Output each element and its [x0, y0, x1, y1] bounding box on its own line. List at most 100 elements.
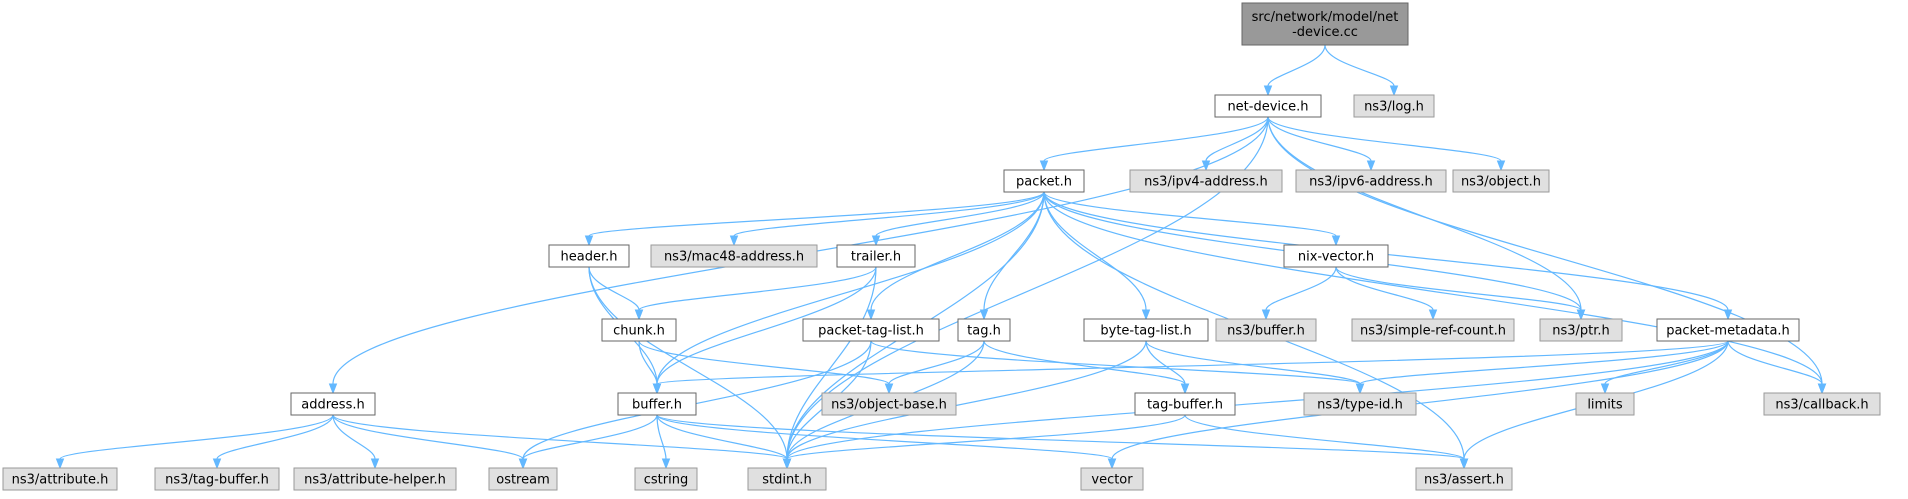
edge-line	[786, 340, 1147, 460]
node-label: ns3/simple-ref-count.h	[1360, 324, 1506, 339]
edge-arrowhead	[884, 383, 894, 395]
node-label: ns3/buffer.h	[1227, 324, 1305, 339]
edge-arrowhead	[1723, 309, 1733, 321]
node-address-h[interactable]: address.h	[290, 392, 376, 416]
node-layer: src/network/model/net-device.cc net-devic…	[2, 2, 1881, 491]
edge-packet_h-to-packet_tag_list_h	[866, 191, 1045, 321]
edge-line	[1265, 266, 1337, 311]
node-packet-h[interactable]: packet.h	[1003, 169, 1085, 193]
node-ns3-simple-ref-count-h: ns3/simple-ref-count.h	[1351, 318, 1515, 342]
node-chunk-h[interactable]: chunk.h	[601, 318, 677, 342]
node-label: ns3/ptr.h	[1552, 324, 1610, 339]
edge-arrowhead	[1107, 458, 1117, 470]
edge-address_h-to-ns3_attribute_h	[55, 414, 334, 470]
node-box	[1295, 169, 1447, 193]
edge-line	[522, 414, 658, 460]
node-tag-buffer-h[interactable]: tag-buffer.h	[1134, 392, 1236, 416]
edge-line	[875, 191, 1045, 237]
edge-line	[216, 414, 334, 460]
edge-line	[656, 191, 1045, 385]
node-packet-metadata-h[interactable]: packet-metadata.h	[1656, 318, 1800, 342]
edge-line	[638, 340, 890, 385]
node-byte-tag-list-h[interactable]: byte-tag-list.h	[1083, 318, 1209, 342]
node-tag-h[interactable]: tag.h	[957, 318, 1011, 342]
node-ns3-attribute-helper-h: ns3/attribute-helper.h	[293, 467, 457, 491]
edge-line	[588, 191, 1045, 237]
node-box	[1134, 392, 1236, 416]
node-label: limits	[1587, 398, 1623, 413]
edge-arrowhead	[866, 309, 876, 321]
node-label: packet-tag-list.h	[818, 324, 924, 339]
node-box	[802, 318, 940, 342]
edge-line	[1267, 44, 1326, 87]
node-box	[1083, 318, 1209, 342]
edge-nix_vector_h-to-ns3_simple_ref_count_h	[1335, 266, 1438, 321]
node-box	[601, 318, 677, 342]
edge-line	[1267, 116, 1502, 162]
node-label: stdint.h	[762, 473, 811, 488]
node-nix-vector-h[interactable]: nix-vector.h	[1283, 244, 1389, 268]
node-label: ns3/tag-buffer.h	[165, 473, 269, 488]
edge-buffer_h-to-ostream	[518, 414, 658, 470]
edge-packet_h-to-header_h	[584, 191, 1045, 247]
node-stdint-h: stdint.h	[747, 467, 827, 491]
node-label: ns3/attribute.h	[12, 473, 109, 488]
node-header-h[interactable]: header.h	[548, 244, 630, 268]
edge-arrowhead	[1600, 383, 1610, 395]
node-trailer-h[interactable]: trailer.h	[836, 244, 916, 268]
edge-arrowhead	[1263, 85, 1273, 97]
edge-arrowhead	[782, 458, 792, 470]
node-buffer-h[interactable]: buffer.h	[617, 392, 697, 416]
node-label: ostream	[496, 473, 550, 488]
edge-line	[786, 414, 1186, 460]
edge-arrowhead	[1180, 383, 1190, 395]
edge-line	[983, 340, 1186, 385]
node-box	[1241, 2, 1409, 46]
node-box	[1129, 169, 1283, 193]
edge-buffer_h-to-ns3_assert_h	[656, 414, 1469, 470]
edge-buffer_h-to-vector	[656, 414, 1117, 470]
node-ns3-callback-h: ns3/callback.h	[1763, 392, 1881, 416]
edge-chunk_h-to-ns3_object_base_h	[638, 340, 894, 395]
edge-byte_tag_list_h-to-ns3_type_id_h	[1145, 340, 1365, 395]
node-net-device-h[interactable]: net-device.h	[1214, 94, 1322, 118]
edge-arrowhead	[1459, 458, 1469, 470]
edge-root-to-net_device_h	[1263, 44, 1326, 97]
node-box	[957, 318, 1011, 342]
edge-line	[1184, 414, 1465, 460]
edge-line	[983, 191, 1045, 311]
node-label: ns3/object-base.h	[831, 398, 947, 413]
edge-line	[59, 414, 334, 460]
edge-arrowhead	[1366, 160, 1376, 172]
edge-arrowhead	[652, 383, 662, 395]
edge-line	[1324, 44, 1395, 87]
node-label: trailer.h	[851, 250, 901, 265]
node-ns3-attribute-h: ns3/attribute.h	[2, 467, 118, 491]
node-label: packet-metadata.h	[1666, 324, 1790, 339]
edge-line	[1043, 191, 1147, 311]
node-root[interactable]: src/network/model/net-device.cc	[1241, 2, 1409, 46]
edge-address_h-to-stdint_h	[332, 414, 792, 470]
node-box	[290, 392, 376, 416]
edge-line	[522, 340, 872, 460]
node-box	[154, 467, 280, 491]
edge-line	[1043, 116, 1269, 162]
node-box	[1656, 318, 1800, 342]
node-ns3-tag-buffer-h: ns3/tag-buffer.h	[154, 467, 280, 491]
edge-line	[1267, 116, 1823, 385]
edge-arrowhead	[1817, 383, 1827, 395]
edge-packet_metadata_h-to-ns3_callback_h	[1727, 340, 1827, 395]
edge-line	[332, 414, 788, 460]
edge-line	[656, 414, 1465, 460]
edge-tag_h-to-ns3_object_base_h	[884, 340, 985, 395]
edge-arrowhead	[1039, 160, 1049, 172]
edge-arrowhead	[1389, 85, 1399, 97]
node-box	[1351, 318, 1515, 342]
node-packet-tag-list-h[interactable]: packet-tag-list.h	[802, 318, 940, 342]
node-ostream: ostream	[488, 467, 558, 491]
edge-arrowhead	[55, 458, 65, 470]
node-label: ns3/log.h	[1364, 100, 1424, 115]
edge-arrowhead	[661, 458, 671, 470]
node-box	[747, 467, 827, 491]
